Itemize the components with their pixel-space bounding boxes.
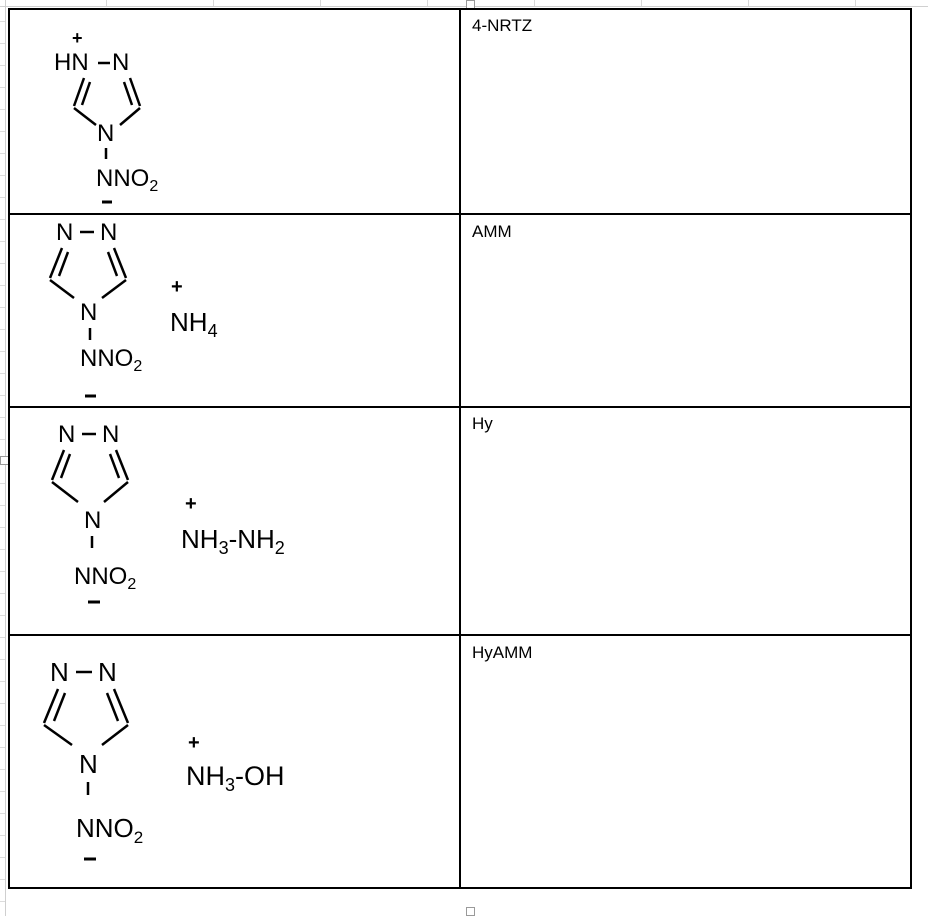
structure-amm: N N N NNO2 + NH4 (48, 219, 218, 398)
row-divider (8, 213, 912, 215)
row-divider (8, 634, 912, 636)
group-nno2: NNO2 (80, 345, 142, 375)
structure-hyamm: N N N NNO2 + NH3-OH (42, 657, 285, 861)
atom-n1: N (50, 657, 69, 687)
structure-4-nrtz: + HN N N NNO2 (54, 28, 158, 204)
atom-n2: N (102, 421, 119, 448)
atom-n4: N (80, 299, 97, 326)
row-divider (8, 406, 912, 408)
structure-hy: N N N NNO2 + NH3-NH2 (50, 421, 285, 604)
cation-charge-plus: + (188, 732, 200, 754)
horizontal-ruler (0, 0, 928, 7)
atom-n2: N (112, 49, 129, 76)
column-divider (459, 8, 461, 889)
charge-plus: + (72, 28, 83, 48)
table-resize-handle[interactable] (466, 907, 475, 916)
atom-n1: N (56, 219, 73, 246)
cation-charge-plus: + (171, 276, 183, 298)
cation-formula: NH3-NH2 (181, 524, 285, 558)
group-nno2: NNO2 (96, 165, 158, 195)
group-nno2: NNO2 (76, 813, 143, 847)
atom-n4: N (84, 507, 101, 534)
cation-charge-plus: + (185, 493, 197, 515)
atom-n4: N (79, 749, 98, 779)
atom-n2: N (100, 219, 117, 246)
atom-n1: N (58, 421, 75, 448)
atom-n4: N (97, 120, 114, 147)
cation-formula: NH4 (170, 307, 218, 341)
atom-hn: HN (54, 49, 89, 76)
compound-label: AMM (472, 222, 512, 241)
atom-n2: N (98, 657, 117, 687)
cation-formula: NH3-OH (186, 761, 285, 795)
compound-label: Hy (472, 414, 493, 433)
compound-label: HyAMM (472, 643, 533, 662)
compound-label: 4-NRTZ (472, 16, 533, 35)
group-nno2: NNO2 (74, 563, 136, 593)
